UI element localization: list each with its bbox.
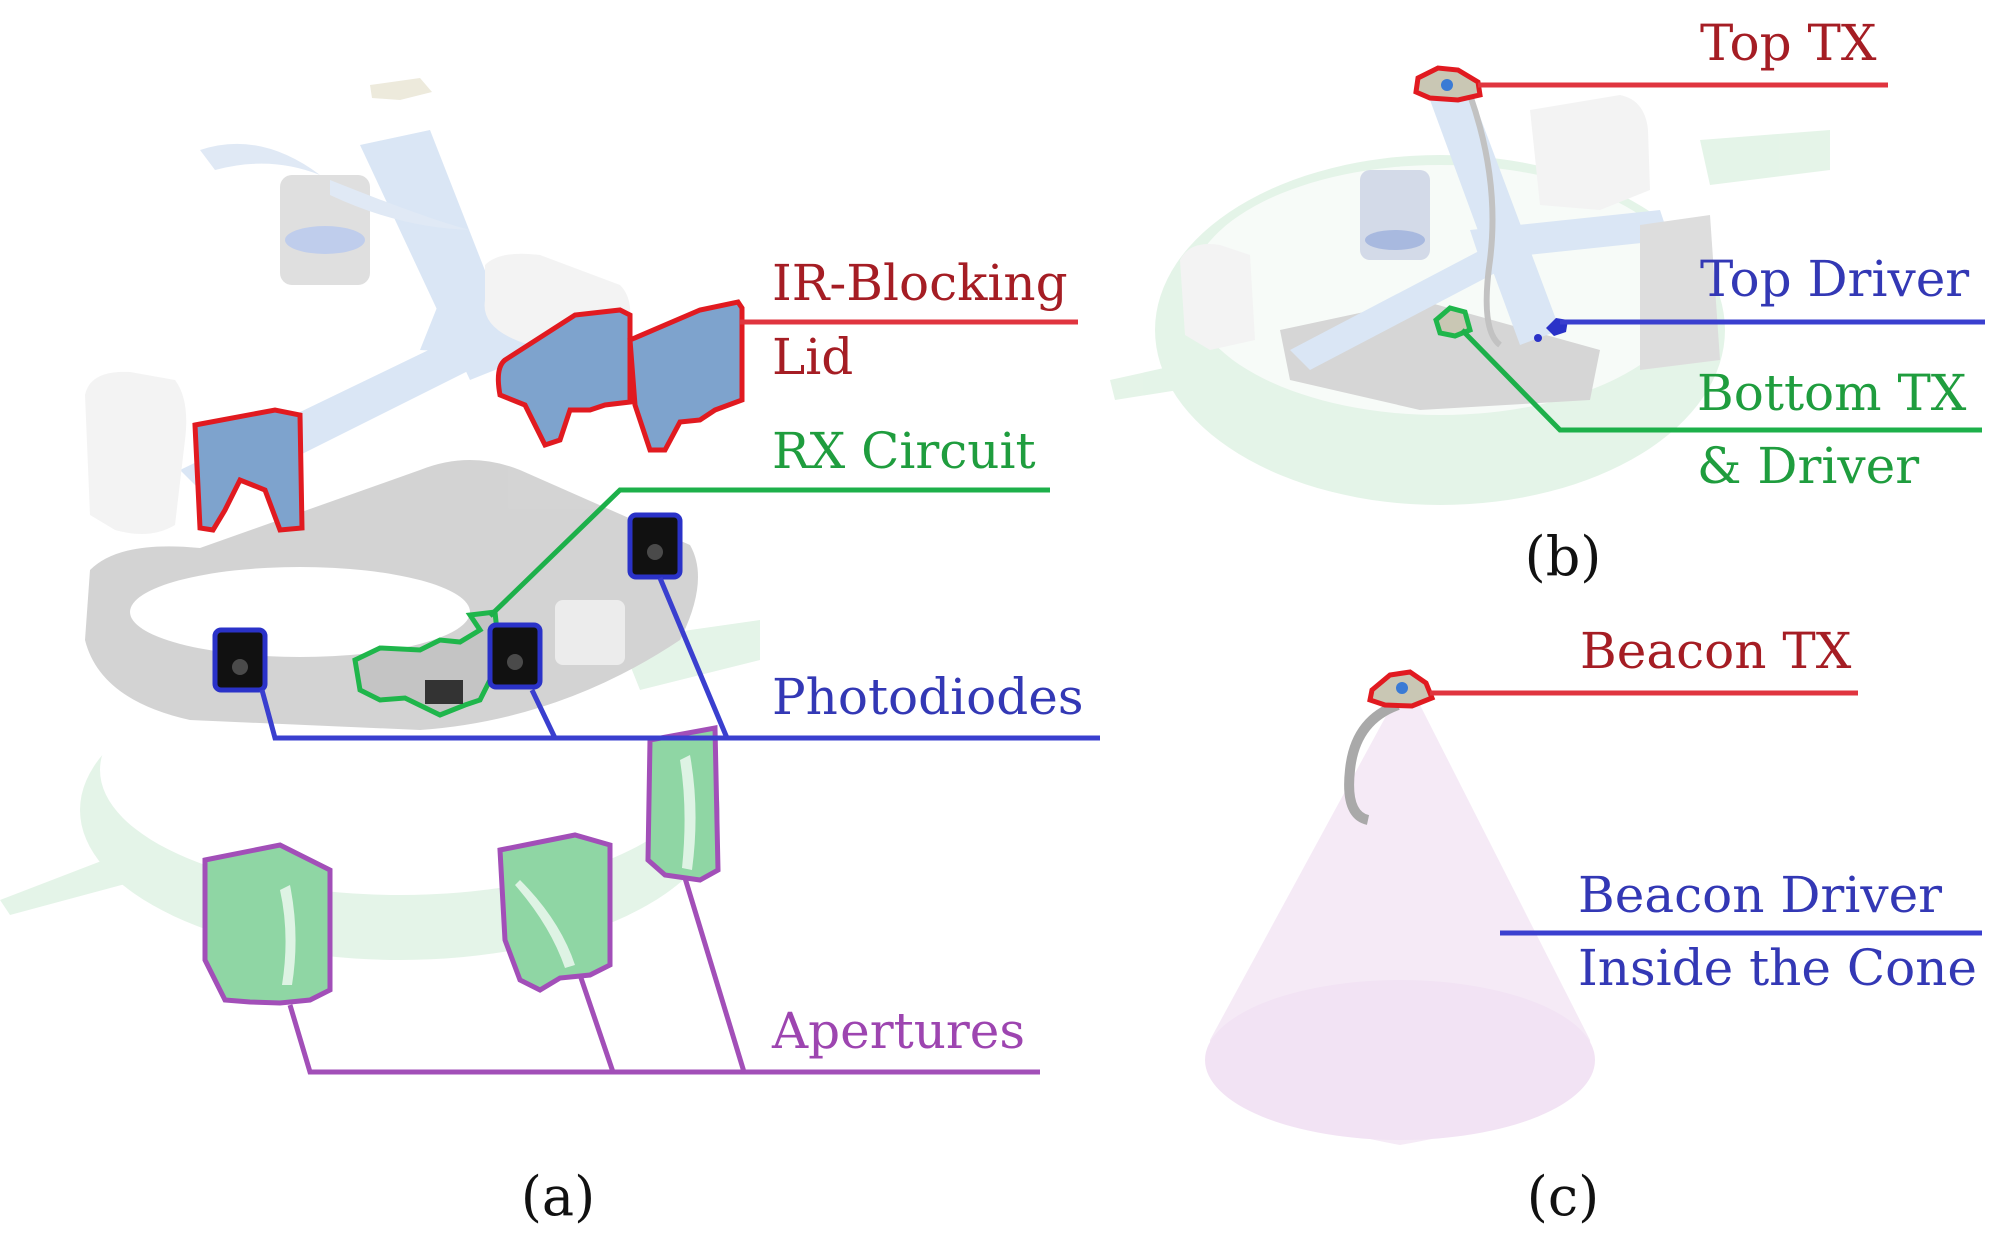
top-part [370,78,432,100]
side-housing [1640,215,1720,370]
ir-blocking-lid [627,299,745,453]
photodiodes-leader [259,689,1100,741]
ir-blocking-lid [192,407,305,533]
label-ir-blocking-lid: IR-Blocking [772,254,1068,312]
panel-b: Top TX Top Driver Bottom TX & Driver (b) [1110,14,1985,588]
apertures-leader [287,1004,1040,1075]
bumper [85,371,187,534]
bumper [1180,244,1255,350]
propeller [200,143,320,175]
label-photodiodes: Photodiodes [772,668,1084,726]
bottom-tx-driver [1433,305,1474,339]
aperture [202,842,333,1006]
label-beacon-driver-line2: Inside the Cone [1578,939,1977,997]
label-rx-circuit: RX Circuit [772,422,1036,480]
label-top-tx: Top TX [1700,14,1877,72]
ir-blocking-lid [495,307,633,449]
bottom-tx-leader [1460,328,1982,433]
caption-c: (c) [1527,1165,1599,1228]
rx-chip [425,680,463,704]
label-ir-blocking-lid-line2: Lid [772,328,853,386]
aperture [497,832,613,993]
caption-a: (a) [521,1165,595,1228]
aperture [645,725,721,883]
label-bottom-tx-line2: & Driver [1697,437,1919,495]
bumper [1530,95,1650,210]
label-beacon-driver: Beacon Driver [1578,866,1942,924]
panel-a: IR-Blocking Lid RX Circuit Photodiodes A… [0,78,1100,1228]
cable [1467,94,1503,348]
frame-arm [1470,210,1670,260]
label-apertures: Apertures [771,1002,1025,1060]
label-top-driver: Top Driver [1700,250,1969,308]
caption-b: (b) [1525,525,1602,588]
label-bottom-tx: Bottom TX [1697,364,1967,422]
panel-c: Beacon TX Beacon Driver Inside the Cone … [1205,622,1982,1228]
rx-circuit-leader [488,487,1050,618]
beacon-cable [1344,700,1400,825]
label-beacon-tx: Beacon TX [1580,622,1852,680]
connector [555,600,625,665]
frame-arm [1290,240,1520,370]
